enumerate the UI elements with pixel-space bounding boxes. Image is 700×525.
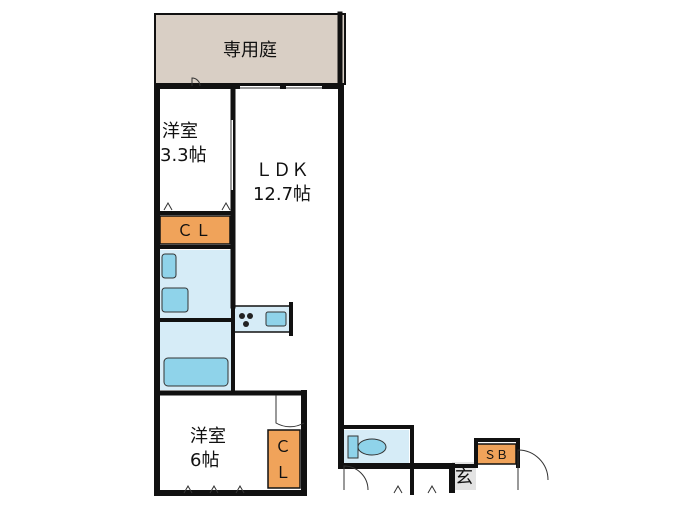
shoe-box-label: ＳＢ — [484, 448, 508, 462]
toilet-wall — [339, 425, 414, 468]
shoe-box: ＳＢ — [475, 443, 517, 465]
bathtub — [163, 357, 229, 387]
fixtures — [161, 253, 387, 459]
garden-door-swing — [191, 77, 201, 87]
toilet-bowl — [357, 438, 387, 456]
closet-bottom-fill — [267, 429, 301, 489]
washing-machine-pan — [161, 253, 177, 279]
closet-door-mark — [163, 201, 231, 211]
garden-area: 専用庭 — [154, 13, 346, 85]
stove-burner-1 — [239, 313, 245, 319]
openings — [163, 77, 549, 494]
kitchen-sink — [265, 311, 287, 327]
garden-fill — [154, 13, 346, 85]
western-room-bottom-label: 洋室 — [190, 426, 226, 447]
western-room-top-size: 3.3帖 — [160, 145, 207, 166]
toilet-tank — [347, 435, 359, 459]
garden-label: 専用庭 — [223, 40, 277, 61]
western-room-bottom-size: 6帖 — [190, 450, 219, 471]
bottom-room-door-swing — [275, 395, 305, 428]
closet-top: ＣＬ — [159, 215, 231, 245]
room-labels: 洋室 3.3帖 ＬＤＫ 12.7帖 洋室 6帖 玄 — [160, 121, 473, 488]
closet-bottom-label-l: Ｌ — [275, 463, 293, 482]
entrance-wall — [410, 438, 520, 495]
entrance-door-swing — [517, 449, 549, 490]
wash-basin — [161, 287, 189, 313]
closet-top-label: ＣＬ — [177, 221, 213, 240]
entrance-label: 玄 — [455, 467, 473, 488]
closet-bottom-label-c: Ｃ — [275, 437, 293, 456]
stove-burner-3 — [243, 321, 249, 327]
window-marks-bottom — [183, 484, 437, 494]
closet-bottom: Ｃ Ｌ — [267, 429, 301, 489]
ldk-label: ＬＤＫ — [255, 160, 309, 181]
ldk-size: 12.7帖 — [253, 184, 311, 205]
western-room-top-label: 洋室 — [162, 121, 198, 142]
western-room-top-floor — [157, 88, 233, 213]
toilet-door-swing — [343, 465, 369, 491]
closet-top-fill — [159, 215, 231, 245]
stove-burner-2 — [247, 313, 253, 319]
